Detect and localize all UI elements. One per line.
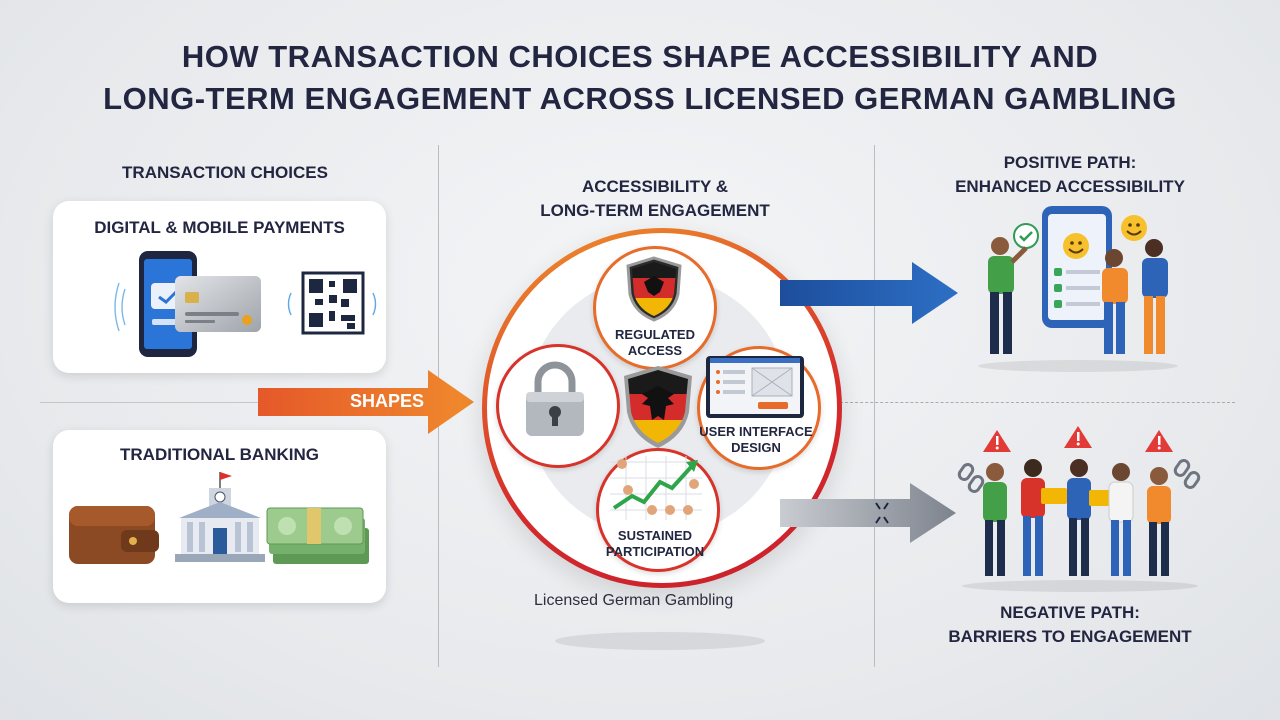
sustained-participation-line2: PARTICIPATION xyxy=(605,544,705,559)
positive-path-line1: POSITIVE PATH: xyxy=(1003,153,1137,172)
credit-card-icon xyxy=(175,276,261,332)
regulated-access-line2: ACCESS xyxy=(627,343,683,358)
ui-design-line1: USER INTERFACE xyxy=(699,424,813,439)
wallet-icon xyxy=(69,506,159,564)
licensed-german-gambling-caption: Licensed German Gambling xyxy=(534,592,734,609)
shapes-arrow xyxy=(258,370,474,434)
shapes-label: SHAPES xyxy=(350,391,425,411)
center-heading-line2: LONG-TERM ENGAGEMENT xyxy=(540,201,770,220)
sustained-participation-label: SUSTAINED PARTICIPATION xyxy=(590,528,720,560)
qr-code-icon xyxy=(287,271,377,335)
ui-design-label: USER INTERFACE DESIGN xyxy=(694,424,818,456)
positive-path-line2: ENHANCED ACCESSIBILITY xyxy=(955,177,1185,196)
center-heading: ACCESSIBILITY & LONG-TERM ENGAGEMENT xyxy=(480,175,830,223)
negative-path-arrow xyxy=(780,483,956,543)
sustained-participation-line1: SUSTAINED xyxy=(617,528,693,543)
cash-stack-icon xyxy=(266,507,369,564)
negative-path-illustration xyxy=(957,426,1201,592)
positive-path-arrow xyxy=(780,262,958,324)
right-row-divider xyxy=(835,402,1235,403)
traditional-banking-title: TRADITIONAL BANKING xyxy=(120,445,319,464)
digital-payments-title: DIGITAL & MOBILE PAYMENTS xyxy=(94,218,345,237)
german-shield-icon xyxy=(626,256,682,322)
negative-path-line1: NEGATIVE PATH: xyxy=(1000,603,1140,622)
ui-screen-icon xyxy=(706,356,804,418)
eagle-shield-icon xyxy=(624,366,692,448)
ui-design-line2: DESIGN xyxy=(731,440,781,455)
negative-path-line2: BARRIERS TO ENGAGEMENT xyxy=(948,627,1192,646)
bank-building-icon xyxy=(175,472,265,562)
digital-payments-card: DIGITAL & MOBILE PAYMENTS xyxy=(53,201,386,373)
transaction-choices-heading: TRANSACTION CHOICES xyxy=(122,163,328,182)
caption-shadow xyxy=(555,632,765,650)
regulated-access-label: REGULATED ACCESS xyxy=(593,327,717,359)
regulated-access-line1: REGULATED xyxy=(615,327,695,342)
negative-path-heading: NEGATIVE PATH: BARRIERS TO ENGAGEMENT xyxy=(900,601,1240,649)
padlock-icon xyxy=(526,361,584,436)
traditional-banking-card: TRADITIONAL BANKING xyxy=(53,430,386,603)
warning-icon xyxy=(983,426,1173,452)
positive-path-illustration xyxy=(978,206,1178,372)
page-title-line1: HOW TRANSACTION CHOICES SHAPE ACCESSIBIL… xyxy=(181,39,1099,74)
left-row-divider xyxy=(40,402,435,403)
right-column-divider xyxy=(874,145,875,667)
growth-chart-icon xyxy=(610,456,702,520)
center-heading-line1: ACCESSIBILITY & xyxy=(581,177,729,196)
page-title-line2: LONG-TERM ENGAGEMENT ACROSS LICENSED GER… xyxy=(103,81,1177,116)
positive-path-heading: POSITIVE PATH: ENHANCED ACCESSIBILITY xyxy=(900,151,1240,199)
